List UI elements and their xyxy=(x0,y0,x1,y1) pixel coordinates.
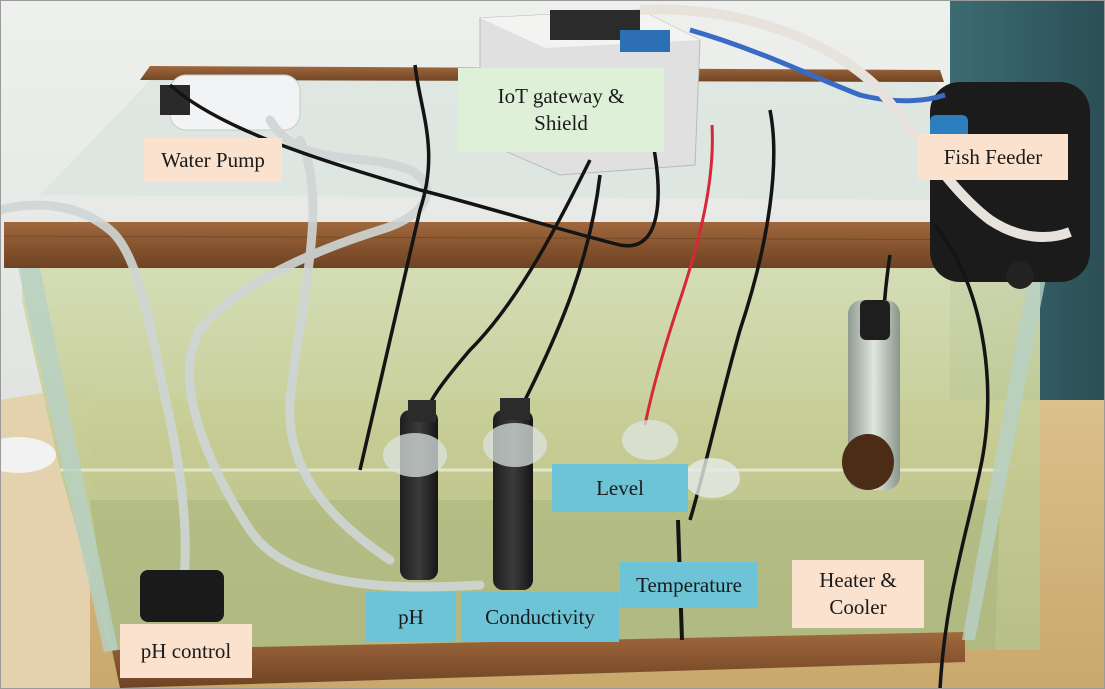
iot-gateway-label-text: IoT gateway & Shield xyxy=(497,84,625,135)
heater-cooler-label: Heater & Cooler xyxy=(792,560,924,628)
temperature-probe-cup xyxy=(622,420,678,460)
ph-probe xyxy=(383,400,447,580)
ph-control-device xyxy=(140,570,224,622)
heater-cooler-label-text: Heater & Cooler xyxy=(819,568,897,619)
red-cable xyxy=(643,124,714,426)
clear-tubes xyxy=(0,115,485,605)
iot-gateway-label: IoT gateway & Shield xyxy=(458,68,664,152)
ph-label-text: pH xyxy=(398,604,424,629)
temperature-label: Temperature xyxy=(620,562,758,608)
temperature-label-text: Temperature xyxy=(636,572,742,597)
heater-device xyxy=(842,300,900,490)
conductivity-probe xyxy=(483,398,547,590)
level-label: Level xyxy=(552,464,688,512)
water-pump-device xyxy=(160,74,301,131)
water-pump-label: Water Pump xyxy=(144,138,282,182)
ph-control-label: pH control xyxy=(120,624,252,678)
tape-measure xyxy=(639,4,1072,242)
fish-feeder-label-text: Fish Feeder xyxy=(943,144,1043,169)
water-pump-label-text: Water Pump xyxy=(161,147,265,172)
bottom-frame xyxy=(112,632,965,688)
ph-label: pH xyxy=(366,592,456,642)
conductivity-label-text: Conductivity xyxy=(485,604,595,629)
ph-control-label-text: pH control xyxy=(140,638,232,663)
fish-feeder-label: Fish Feeder xyxy=(918,134,1068,180)
blue-cable xyxy=(689,27,946,104)
conductivity-label: Conductivity xyxy=(461,592,619,642)
level-label-text: Level xyxy=(596,475,644,500)
level-sensor-cup xyxy=(684,458,740,498)
